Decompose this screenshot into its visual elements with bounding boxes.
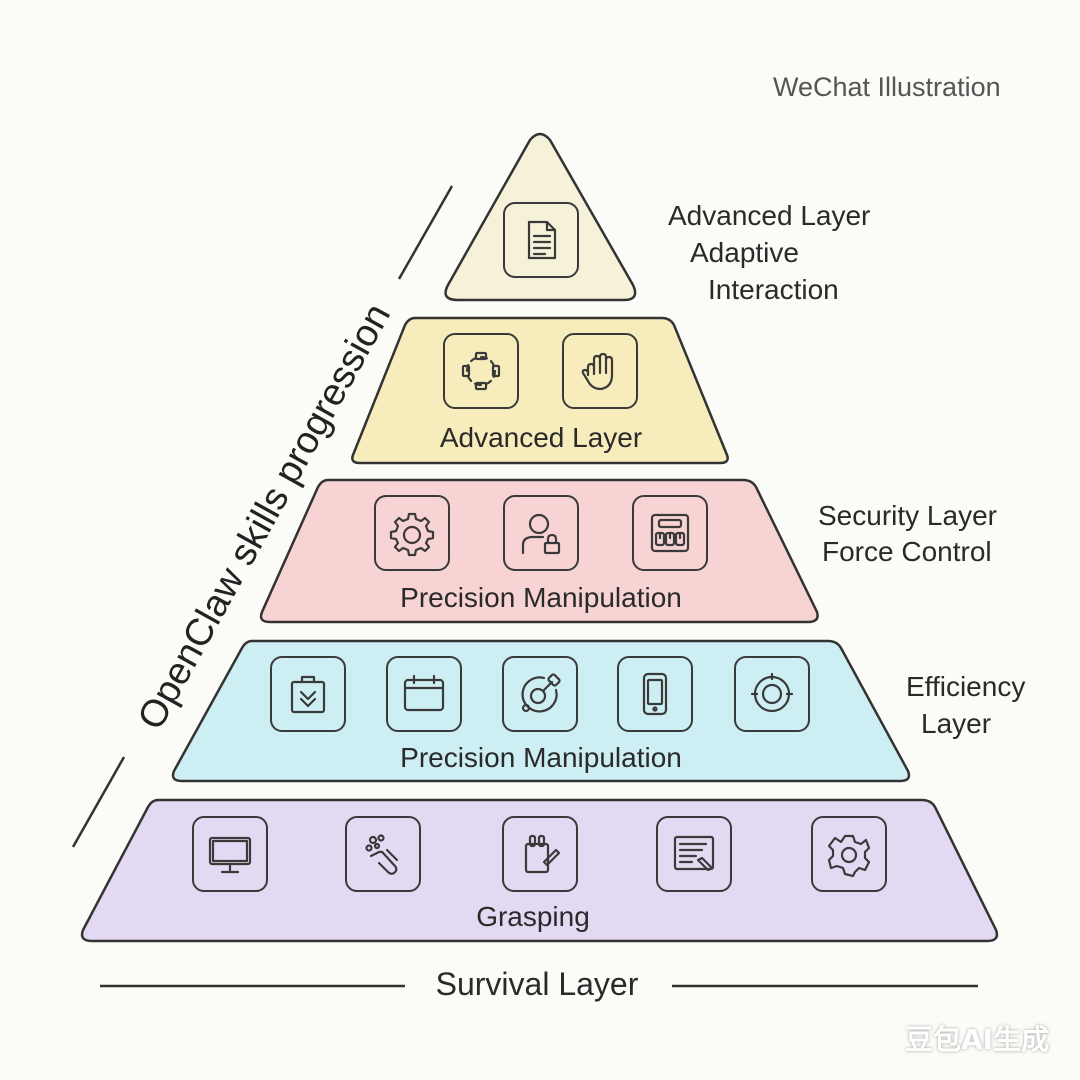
tool-edit-icon (502, 816, 578, 892)
inbox-download-icon (270, 656, 346, 732)
gear-icon (374, 495, 450, 571)
document-icon (503, 202, 579, 278)
right-label-tier-3-line-1: Security Layer (818, 500, 997, 531)
hand-pick-icon (345, 816, 421, 892)
wrench-gauge-icon (502, 656, 578, 732)
right-label-tier-3-line-2: Force Control (822, 536, 992, 567)
tier-5-label: Grasping (476, 901, 590, 932)
mobile-phone-icon (617, 656, 693, 732)
base-label: Survival Layer (435, 966, 639, 1002)
side-guide-line-top (397, 185, 454, 280)
watermark: 豆包AI生成 (905, 1023, 1050, 1056)
hand-icon (562, 333, 638, 409)
control-panel-icon (632, 495, 708, 571)
tier-2-label: Advanced Layer (439, 422, 643, 453)
right-label-tier-1-line-3: Interaction (708, 274, 839, 305)
monitor-icon (192, 816, 268, 892)
frame-select-icon (443, 333, 519, 409)
tier-2-shape (351, 316, 729, 465)
tier-3-label: Precision Manipulation (400, 582, 682, 613)
side-guide-line-bottom (71, 756, 126, 848)
calendar-icon (386, 656, 462, 732)
user-lock-icon (503, 495, 579, 571)
document-edit-icon (656, 816, 732, 892)
gear-circle-icon (811, 816, 887, 892)
tier-1-shape (444, 132, 637, 302)
header-title: WeChat Illustration (773, 72, 1001, 102)
right-label-tier-1-line-1: Advanced Layer (668, 200, 871, 231)
right-label-tier-4-line-2: Layer (921, 708, 992, 739)
tier-4-label: Precision Manipulation (400, 742, 682, 773)
right-label-tier-4-line-1: Efficiency (906, 671, 1026, 702)
right-label-tier-1-line-2: Adaptive (690, 237, 799, 268)
tier-5-shape (80, 798, 999, 943)
target-icon (734, 656, 810, 732)
